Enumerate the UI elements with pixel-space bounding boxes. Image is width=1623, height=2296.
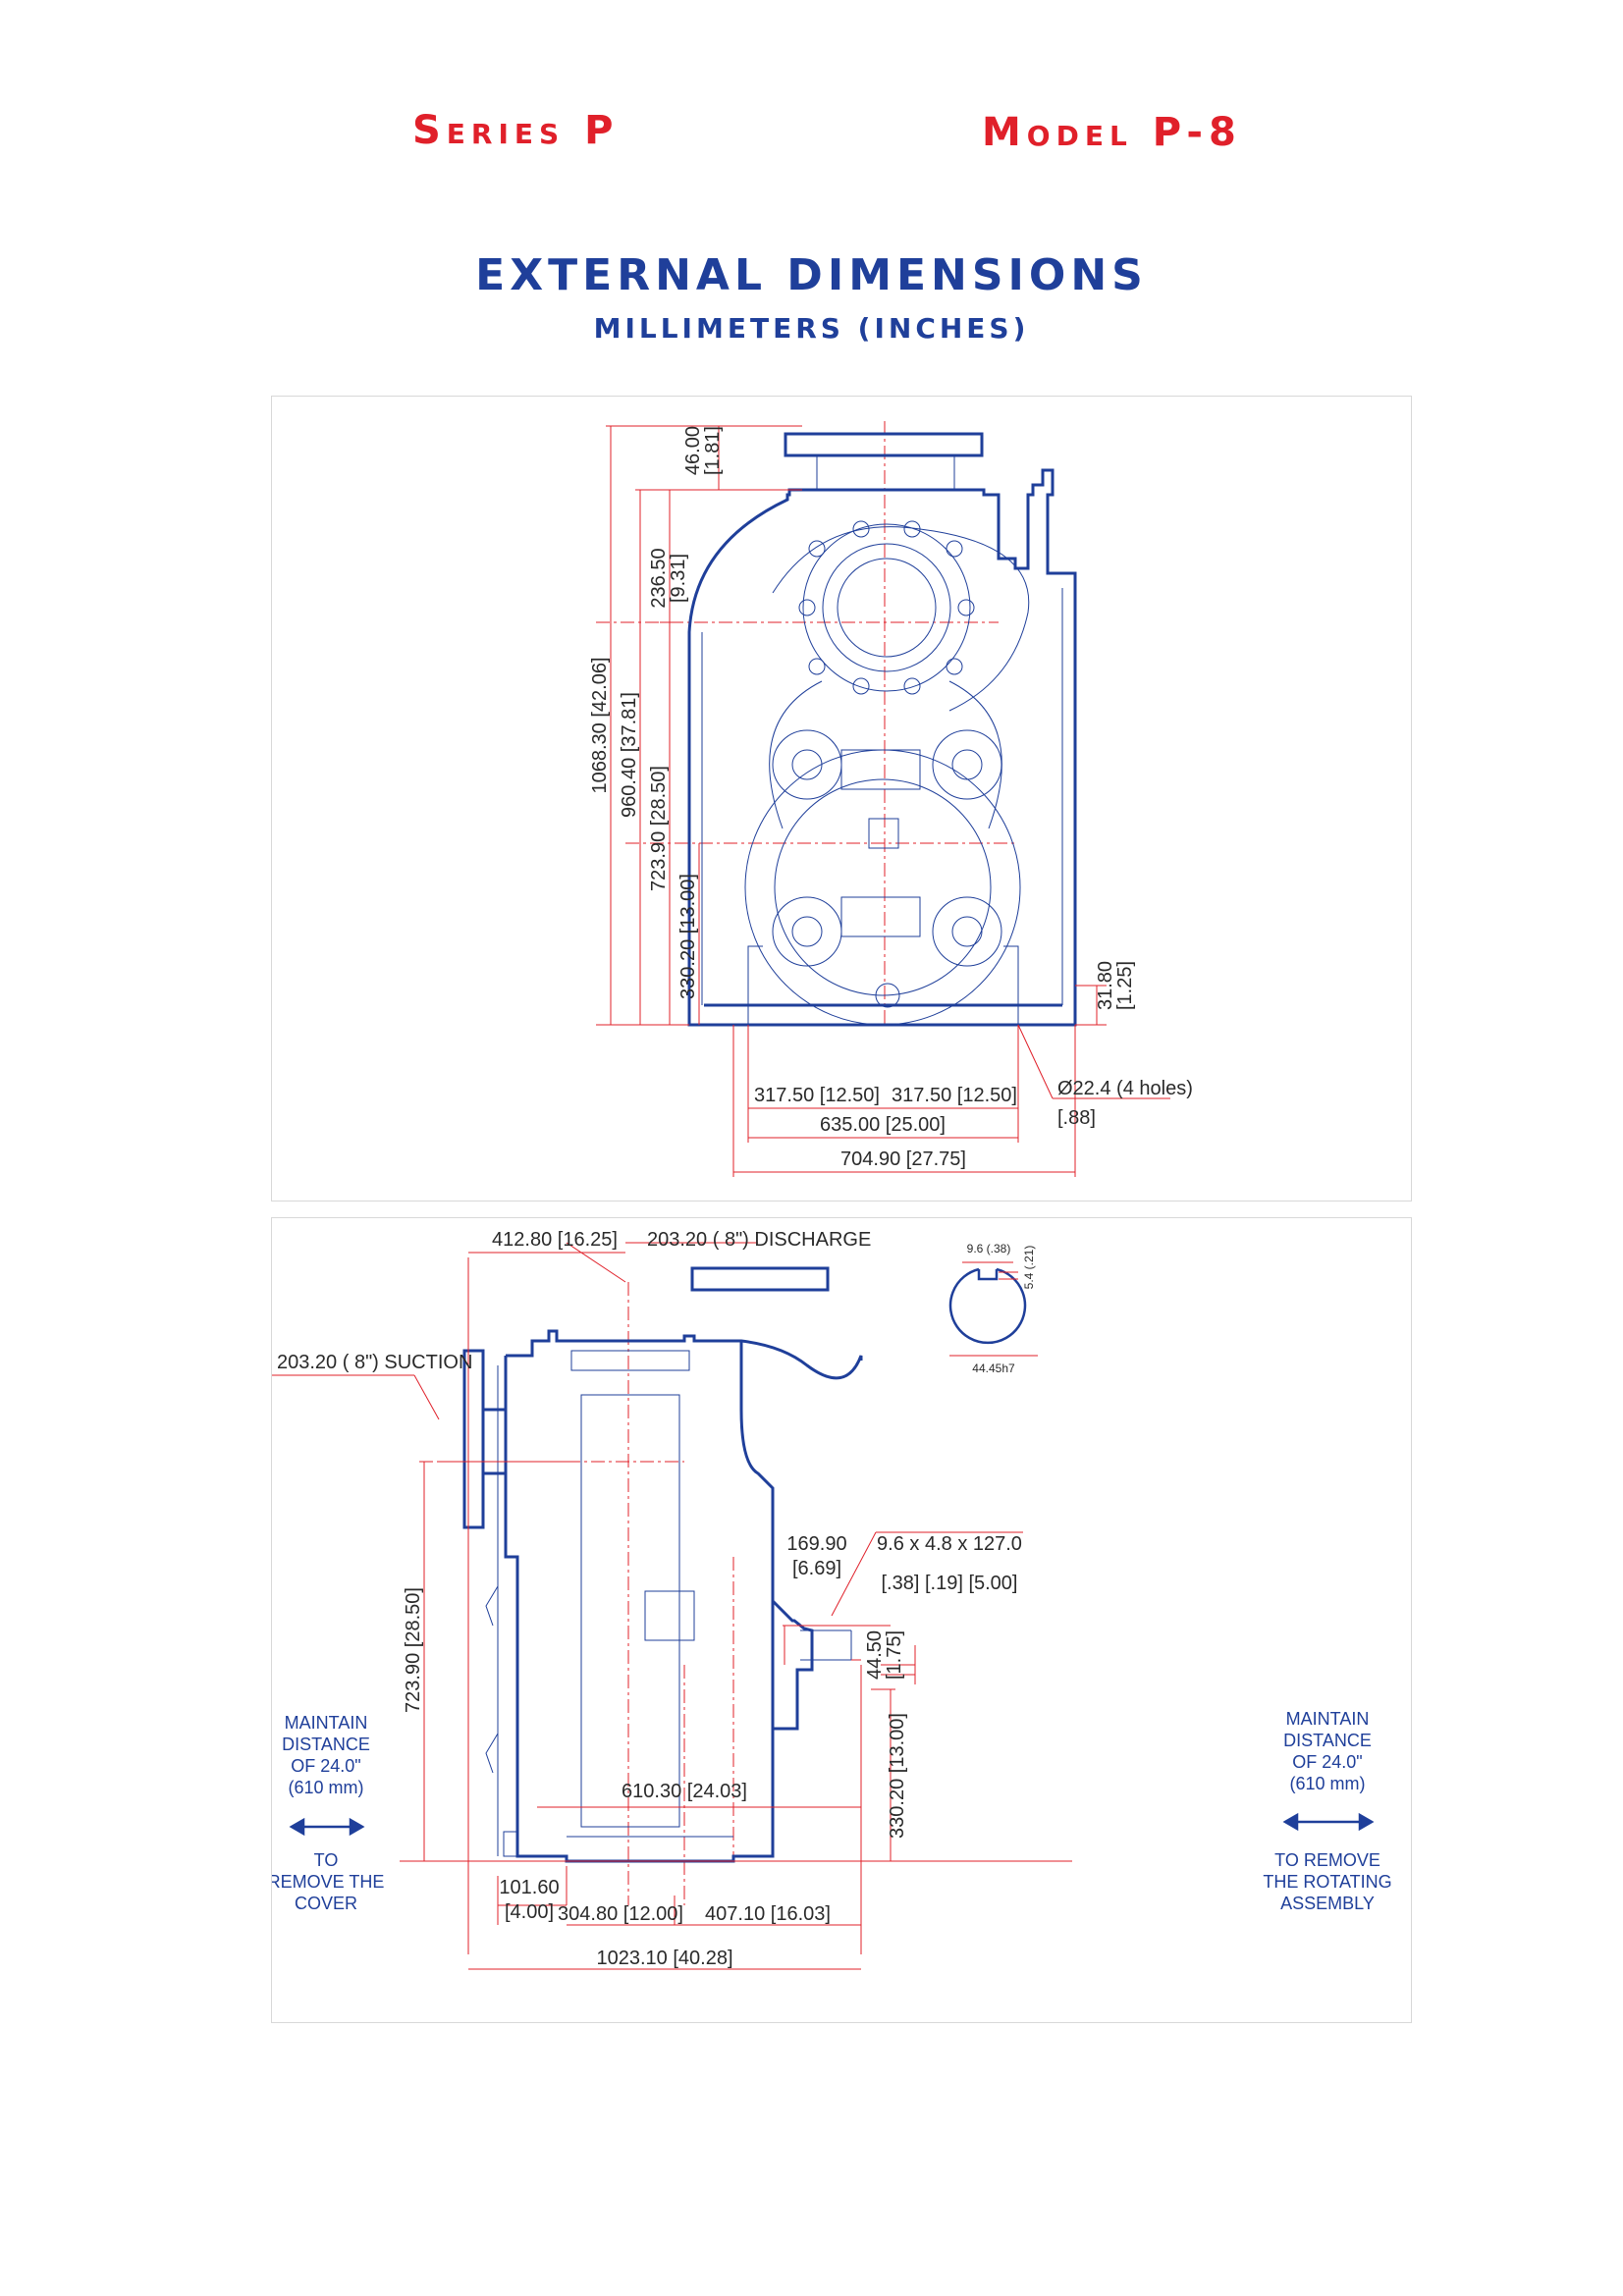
dim-412: 412.80 [16.25] [492,1229,618,1251]
left-clearance-arrow [289,1817,365,1837]
svg-text:DISTANCE: DISTANCE [1283,1731,1372,1750]
key-dims-in: [.38] [.19] [5.00] [882,1573,1018,1594]
dim-46-in: [1.81] [702,426,724,475]
svg-text:(610 mm): (610 mm) [1289,1774,1365,1793]
dim-317-left: 317.50 [12.50] [754,1085,880,1106]
dim-723: 723.90 [28.50] [648,766,670,891]
dim-169-in: [6.69] [792,1558,841,1579]
svg-text:DISTANCE: DISTANCE [282,1735,370,1754]
left-clearance-note: MAINTAIN DISTANCE OF 24.0" (610 mm) TO R… [268,1713,385,1913]
svg-text:OF 24.0": OF 24.0" [291,1756,360,1776]
page-subtitle: MILLIMETERS (INCHES) [593,312,1030,345]
front-view-panel: 46.00 [1.81] 236.50 [9.31] 1068.30 [42.0… [271,396,1412,1201]
dim-317-right: 317.50 [12.50] [892,1085,1017,1106]
side-view-panel: 9.6 (.38) 5.4 (.21) 44.45h7 412.80 [16.2… [268,1217,1412,2023]
discharge-label: 203.20 ( 8") DISCHARGE [647,1229,871,1251]
series-label: Series P [412,108,620,153]
svg-text:OF 24.0": OF 24.0" [1292,1752,1362,1772]
svg-text:TO: TO [314,1850,339,1870]
dim-304: 304.80 [12.00] [558,1903,683,1925]
dim-236: 236.50 [648,548,670,608]
dim-635: 635.00 [25.00] [820,1114,946,1136]
dim-1023: 1023.10 [40.28] [596,1948,732,1969]
svg-text:MAINTAIN: MAINTAIN [285,1713,368,1733]
svg-text:THE ROTATING: THE ROTATING [1263,1872,1391,1892]
dim-610: 610.30 [24.03] [622,1781,747,1802]
key-width-label: 9.6 (.38) [967,1242,1011,1255]
key-depth-label: 5.4 (.21) [1022,1246,1036,1290]
dim-31-in: [1.25] [1114,961,1136,1010]
shaft-dia-label: 44.45h7 [972,1362,1015,1375]
dim-holes-in: [.88] [1057,1107,1096,1129]
dim-960: 960.40 [37.81] [619,692,640,818]
page-title: EXTERNAL DIMENSIONS [475,250,1148,300]
dim-236-in: [9.31] [668,554,689,603]
svg-text:REMOVE THE: REMOVE THE [272,1872,384,1892]
dim-704: 704.90 [27.75] [840,1148,966,1170]
dim-1068: 1068.30 [42.06] [589,657,611,793]
svg-text:(610 mm): (610 mm) [288,1778,363,1797]
dim-101: 101.60 [499,1877,559,1898]
right-clearance-arrow [1282,1812,1375,1832]
side-view-drawing: 9.6 (.38) 5.4 (.21) 44.45h7 412.80 [16.2… [268,1229,1392,1970]
front-view-drawing: 46.00 [1.81] 236.50 [9.31] 1068.30 [42.0… [589,421,1193,1177]
right-clearance-note: MAINTAIN DISTANCE OF 24.0" (610 mm) TO R… [1263,1709,1391,1913]
dim-44-in: [1.75] [884,1630,905,1680]
dim-holes: Ø22.4 (4 holes) [1057,1078,1193,1099]
suction-label: 203.20 ( 8") SUCTION [277,1352,472,1373]
dim-46: 46.00 [682,426,704,475]
dim-169: 169.90 [786,1533,846,1555]
svg-text:COVER: COVER [295,1894,357,1913]
svg-text:ASSEMBLY: ASSEMBLY [1280,1894,1375,1913]
model-label: Model P-8 [982,110,1242,155]
dim-101-in: [4.00] [505,1901,554,1923]
dim-44: 44.50 [864,1630,886,1680]
key-dims: 9.6 x 4.8 x 127.0 [877,1533,1022,1555]
dim-31: 31.80 [1095,961,1116,1010]
dim-330: 330.20 [13.00] [677,874,699,999]
dim-330-side: 330.20 [13.00] [887,1713,908,1839]
dim-723-side: 723.90 [28.50] [403,1587,424,1713]
svg-text:MAINTAIN: MAINTAIN [1286,1709,1370,1729]
svg-text:TO REMOVE: TO REMOVE [1274,1850,1380,1870]
dim-407: 407.10 [16.03] [705,1903,831,1925]
